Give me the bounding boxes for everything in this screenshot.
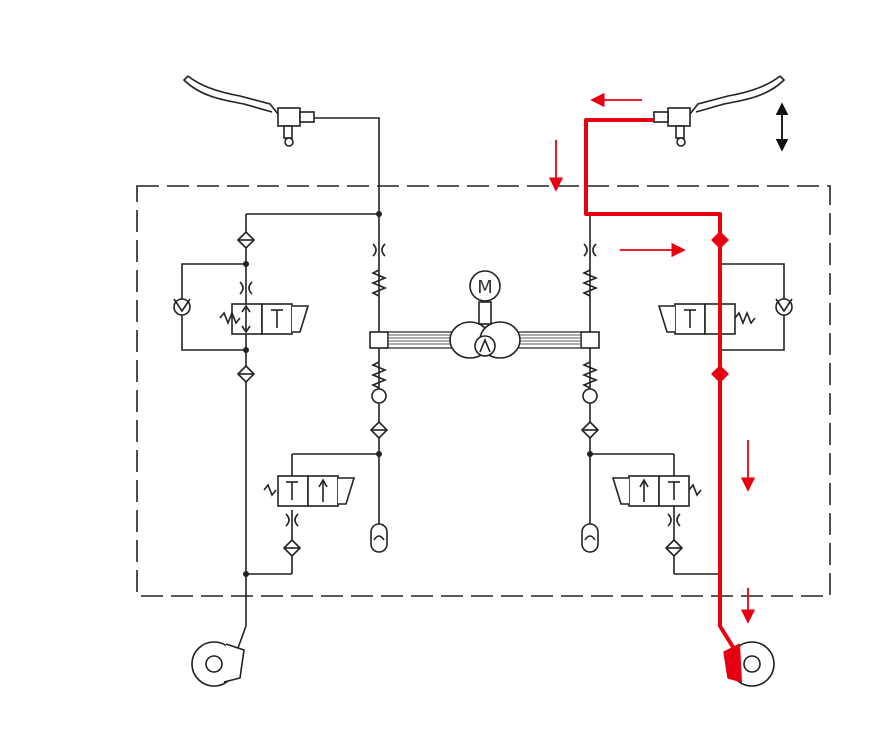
left-brake-disc-icon bbox=[191, 641, 245, 687]
left-circuit bbox=[173, 211, 389, 649]
left-accumulator-icon bbox=[370, 523, 388, 553]
right-brake-disc-icon bbox=[723, 641, 775, 687]
motor-icon bbox=[469, 270, 501, 302]
right-circuit bbox=[580, 213, 793, 575]
left-brake-lever-icon bbox=[182, 75, 315, 147]
hydraulic-unit-housing bbox=[136, 185, 831, 597]
active-brake-circuit bbox=[584, 118, 738, 654]
motor-label: M bbox=[477, 277, 493, 298]
left-master-line bbox=[314, 117, 380, 214]
pump-motor-icon: M bbox=[387, 270, 582, 359]
right-brake-lever-icon bbox=[653, 75, 786, 147]
right-accumulator-icon bbox=[581, 523, 599, 553]
flow-arrow-icons bbox=[548, 92, 756, 624]
